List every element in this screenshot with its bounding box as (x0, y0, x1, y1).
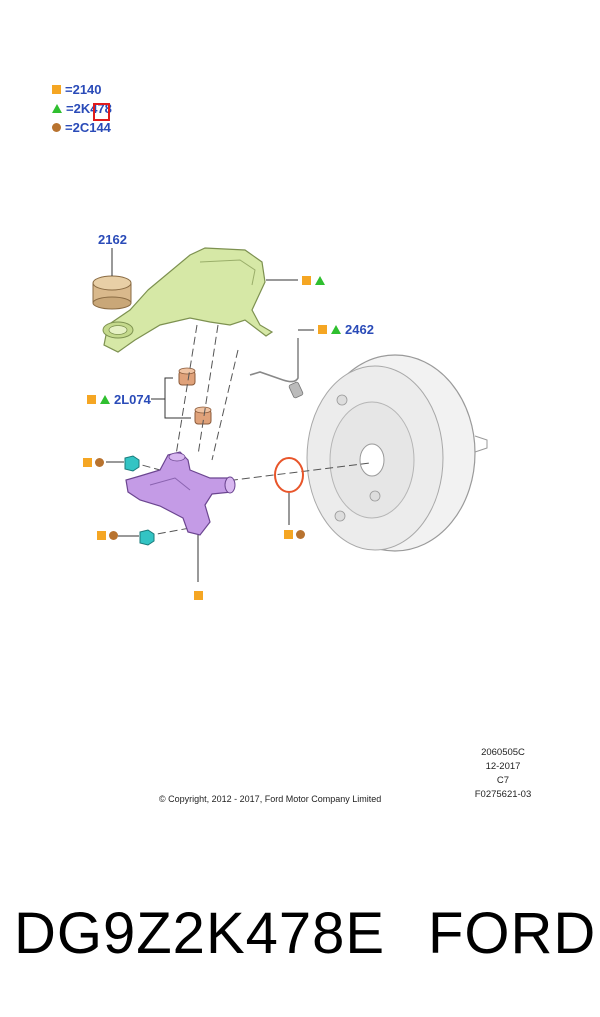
circle-icon (109, 531, 118, 540)
brand-name: FORD (428, 901, 597, 966)
square-icon (194, 591, 203, 600)
square-icon (318, 325, 327, 334)
square-icon (83, 458, 92, 467)
circle-icon (296, 530, 305, 539)
brake-booster (306, 354, 488, 552)
triangle-icon (100, 395, 110, 404)
circle-icon (95, 458, 104, 467)
meta-line-1: 2060505C (481, 747, 525, 758)
grommets (151, 367, 212, 425)
square-icon (52, 84, 61, 94)
copyright-notice: © Copyright, 2012 - 2017, Ford Motor Com… (159, 794, 382, 804)
legend-row-2140: =2140 (52, 81, 102, 97)
level-sensor (249, 329, 314, 399)
legend-code: =2140 (65, 81, 102, 97)
reservoir-cap (92, 248, 132, 310)
highlight-box (93, 103, 110, 121)
meta-line-3: C7 (496, 775, 510, 786)
grommet-markers: 2L074 (87, 392, 151, 407)
triangle-icon (331, 325, 341, 334)
callout-sensor: 2462 (345, 322, 374, 337)
legend-row-2c144: =2C144 (52, 119, 111, 135)
o-ring (274, 457, 304, 525)
square-icon (284, 530, 293, 539)
square-icon (302, 276, 311, 285)
part-number: DG9Z2K478E (14, 901, 386, 966)
triangle-icon (52, 103, 62, 113)
cylinder-marker (194, 587, 203, 605)
upper-fitting-markers (83, 458, 104, 467)
square-icon (97, 531, 106, 540)
legend-code: =2C144 (65, 119, 111, 135)
master-cylinder (125, 451, 236, 582)
drawing-meta: 2060505C 12-2017 C7 F0275621-03 (455, 746, 551, 802)
meta-line-2: 12-2017 (485, 761, 521, 772)
callout-grommets: 2L074 (114, 392, 151, 407)
sensor-markers: 2462 (318, 322, 374, 337)
fluid-reservoir (102, 247, 274, 353)
square-icon (87, 395, 96, 404)
reservoir-markers (302, 276, 325, 285)
circle-icon (52, 122, 61, 132)
lower-fitting-markers (97, 531, 118, 540)
fittings (106, 455, 155, 546)
diagram-illustration (92, 247, 488, 582)
caption: DG9Z2K478E FORD (0, 900, 600, 980)
meta-line-4: F0275621-03 (474, 789, 532, 800)
callout-cap: 2162 (98, 232, 127, 247)
triangle-icon (315, 276, 325, 285)
o-ring-markers (284, 530, 305, 539)
